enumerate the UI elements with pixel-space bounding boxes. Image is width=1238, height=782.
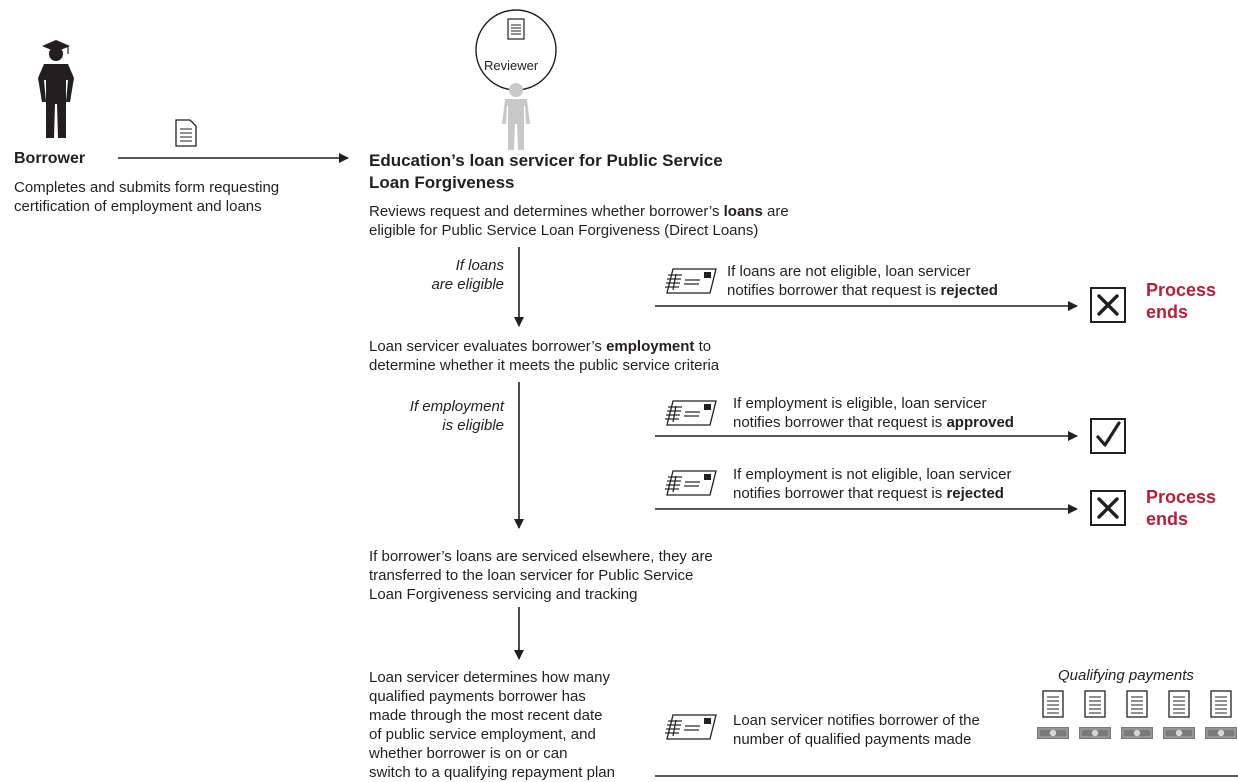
rejected-notice-line2: notifies borrower that request is reject…: [733, 485, 1004, 502]
branch1-condition-line1: If loans: [455, 257, 504, 274]
final-notice-line1: Loan servicer notifies borrower of the: [733, 712, 980, 729]
letter-icon: [665, 268, 717, 294]
x-mark-icon: [1090, 490, 1126, 526]
outcome2-line2: ends: [1146, 509, 1189, 529]
outcome2-line1: Process: [1146, 487, 1217, 507]
step4-line5: whether borrower is on or can: [369, 745, 568, 762]
step1-line2: eligible for Public Service Loan Forgive…: [369, 222, 759, 239]
payment-document-icon: [1042, 690, 1064, 718]
servicer-title-line1: Education’s loan servicer for Public Ser…: [369, 151, 723, 170]
money-icon: [1079, 727, 1111, 739]
money-icon: [1037, 727, 1069, 739]
step3-line3: Loan Forgiveness servicing and tracking: [369, 586, 638, 603]
step2-line2: determine whether it meets the public se…: [369, 357, 720, 374]
borrower-title: Borrower: [14, 150, 86, 167]
letter-icon: [665, 470, 717, 496]
borrower-description: Completes and submits form requesting ce…: [14, 179, 280, 215]
branch2-condition-line1: If employment: [409, 398, 504, 415]
branch1-condition-line2: are eligible: [431, 276, 504, 293]
branch1-notice-line2: notifies borrower that request is reject…: [727, 282, 998, 299]
money-icon: [1163, 727, 1195, 739]
step1-line1: Reviews request and determines whether b…: [369, 203, 789, 220]
step4-line6: switch to a qualifying repayment plan: [369, 764, 615, 781]
branch1-notice-line1: If loans are not eligible, loan servicer: [727, 263, 971, 280]
x-mark-icon: [1090, 287, 1126, 323]
step4-line3: made through the most recent date: [369, 707, 603, 724]
graduate-icon: [38, 40, 74, 138]
payment-document-icon: [1168, 690, 1190, 718]
rejected-notice-line1: If employment is not eligible, loan serv…: [733, 466, 1012, 483]
reviewer-label: Reviewer: [484, 58, 539, 73]
servicer-title-line2: Loan Forgiveness: [369, 173, 515, 192]
step4-line2: qualified payments borrower has: [369, 688, 586, 705]
branch2-condition-line2: is eligible: [442, 417, 504, 434]
final-notice-line2: number of qualified payments made: [733, 731, 972, 748]
letter-icon: [665, 714, 717, 740]
approved-notice-line2: notifies borrower that request is approv…: [733, 414, 1014, 431]
letter-icon: [665, 400, 717, 426]
step3-line1: If borrower’s loans are serviced elsewhe…: [369, 548, 713, 565]
payment-document-icon: [1084, 690, 1106, 718]
reviewer-icon: [475, 9, 557, 150]
qualifying-payments-label: Qualifying payments: [1058, 667, 1194, 684]
step2-line1: Loan servicer evaluates borrower’s emplo…: [369, 338, 712, 355]
step4-line4: of public service employment, and: [369, 726, 596, 743]
money-icon: [1121, 727, 1153, 739]
money-icon: [1205, 727, 1237, 739]
outcome1-line2: ends: [1146, 302, 1189, 322]
payment-document-icon: [1210, 690, 1232, 718]
checkmark-icon: [1090, 418, 1126, 454]
document-icon: [175, 119, 197, 147]
step4-line1: Loan servicer determines how many: [369, 669, 610, 686]
approved-notice-line1: If employment is eligible, loan servicer: [733, 395, 987, 412]
payment-document-icon: [1126, 690, 1148, 718]
outcome1-line1: Process: [1146, 280, 1217, 300]
step3-line2: transferred to the loan servicer for Pub…: [369, 567, 694, 584]
